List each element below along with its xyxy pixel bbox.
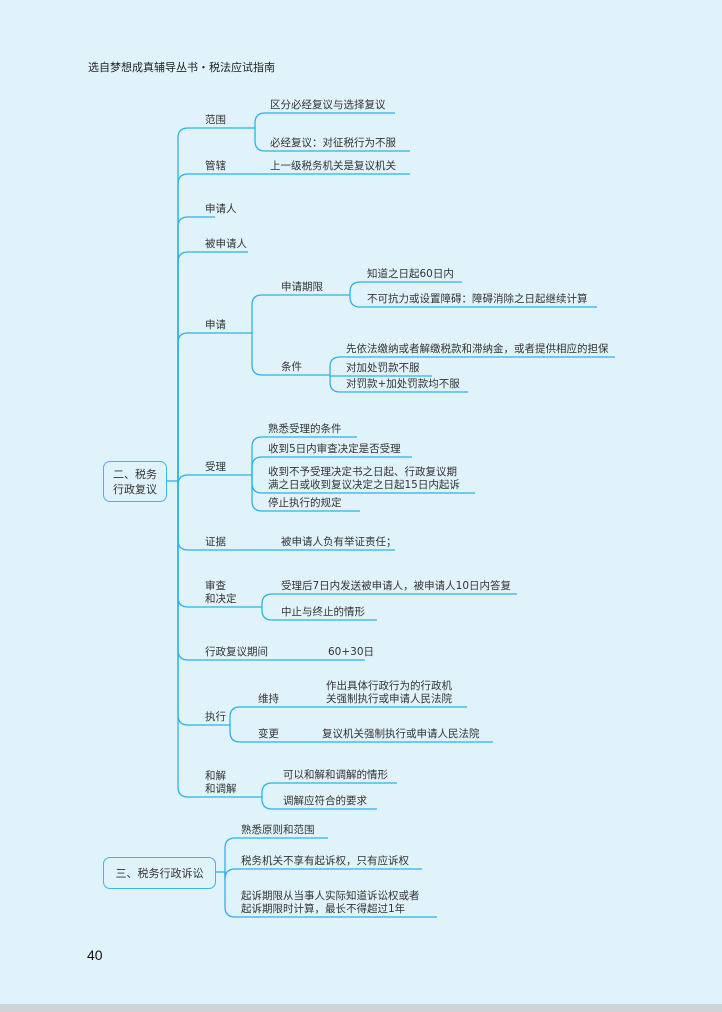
branch-application: 申请 xyxy=(205,319,226,331)
mindmap-node: 上一级税务机关是复议机关 xyxy=(270,160,396,172)
mindmap-node: 受理后7日内发送被申请人，被申请人10日内答复 xyxy=(281,580,512,592)
connector-line xyxy=(229,706,241,725)
branch-evidence: 证据 xyxy=(205,536,226,548)
branch-acceptance: 受理 xyxy=(205,461,226,473)
connector-line xyxy=(251,436,263,475)
connector-line xyxy=(177,481,189,661)
mindmap-node: 知道之日起60日内 xyxy=(367,268,454,280)
mindmap-node: 收到5日内审查决定是否受理 xyxy=(268,443,401,455)
connector-line xyxy=(177,481,189,551)
mindmap-node: 起诉期限从当事人实际知道诉讼权或者 起诉期限时计算，最长不得超过1年 xyxy=(241,890,420,915)
mindmap-node: 被申请人负有举证责任； xyxy=(281,536,397,548)
connector-line xyxy=(229,725,241,743)
sub-branch-uphold: 维持 xyxy=(258,693,279,705)
connector-line xyxy=(349,281,361,295)
connector-line xyxy=(251,475,263,512)
mindmap-node: 调解应符合的要求 xyxy=(283,795,367,807)
connector-line xyxy=(261,797,273,810)
connector-line xyxy=(177,332,189,481)
mindmap-node: 必经复议：对征税行为不服 xyxy=(270,137,396,149)
mindmap-node: 复议机关强制执行或申请人民法院 xyxy=(322,728,480,740)
mindmap-node: 停止执行的规定 xyxy=(268,497,342,509)
mindmap-node: 中止与终止的情形 xyxy=(281,606,365,618)
mindmap-node: 对罚款+加处罚款均不服 xyxy=(346,378,460,390)
connector-line xyxy=(251,456,263,475)
running-header: 选自梦想成真辅导丛书・税法应试指南 xyxy=(88,61,275,74)
connector-line xyxy=(251,475,263,494)
connector-line xyxy=(349,295,361,308)
mindmap-node: 熟悉受理的条件 xyxy=(268,423,342,435)
mindmap-node: 税务机关不享有起诉权，只有应诉权 xyxy=(241,855,409,867)
connector-line xyxy=(177,251,189,481)
connector-line xyxy=(177,216,189,481)
connector-line xyxy=(261,607,273,621)
connector-line xyxy=(251,333,263,376)
branch-jurisdiction: 管辖 xyxy=(205,160,226,172)
connector-line xyxy=(224,837,236,872)
branch-enforcement: 执行 xyxy=(205,711,226,723)
branch-review-decision: 审查 和决定 xyxy=(205,580,237,605)
connector-line xyxy=(261,593,273,607)
connector-line xyxy=(177,173,189,481)
connector-line xyxy=(254,128,266,152)
root-node-tax-administrative-litigation: 三、税务行政诉讼 xyxy=(103,857,216,889)
connector-line xyxy=(177,481,189,798)
connector-line xyxy=(177,481,189,608)
mindmap-node: 可以和解和调解的情形 xyxy=(283,769,388,781)
branch-applicant: 申请人 xyxy=(205,203,237,215)
connector-line xyxy=(224,868,236,880)
branch-review-period: 行政复议期间 xyxy=(205,646,268,658)
connector-line xyxy=(254,112,266,128)
mindmap-node: 60+30日 xyxy=(328,646,375,658)
bottom-border xyxy=(0,1004,722,1012)
mindmap-node: 对加处罚款不服 xyxy=(346,362,420,374)
mindmap-node: 收到不予受理决定书之日起、行政复议期 满之日或收到复议决定之日起15日内起诉 xyxy=(268,466,460,491)
connector-line xyxy=(329,375,341,393)
connector-line xyxy=(329,356,341,375)
page-number: 40 xyxy=(87,947,103,963)
connector-line xyxy=(251,294,263,333)
mindmap-node: 区分必经复议与选择复议 xyxy=(270,99,386,111)
branch-scope: 范围 xyxy=(205,114,226,126)
sub-branch-change: 变更 xyxy=(258,728,279,740)
mindmap-node: 先依法缴纳或者解缴税款和滞纳金，或者提供相应的担保 xyxy=(346,343,609,355)
connector-line xyxy=(177,474,189,486)
connector-line xyxy=(177,127,189,481)
connector-line xyxy=(261,782,273,797)
sub-branch-conditions: 条件 xyxy=(281,361,302,373)
root-node-tax-administrative-review: 二、税务 行政复议 xyxy=(103,461,167,502)
branch-respondent: 被申请人 xyxy=(205,238,247,250)
mindmap-node: 作出具体行政行为的行政机 关强制执行或申请人民法院 xyxy=(326,680,452,705)
mindmap-node: 不可抗力或设置障碍：障碍消除之日起继续计算 xyxy=(367,293,588,305)
sub-branch-deadline: 申请期限 xyxy=(281,281,323,293)
mindmap-node: 熟悉原则和范围 xyxy=(241,824,315,836)
branch-settlement-mediation: 和解 和调解 xyxy=(205,770,237,795)
connector-line xyxy=(224,872,236,918)
